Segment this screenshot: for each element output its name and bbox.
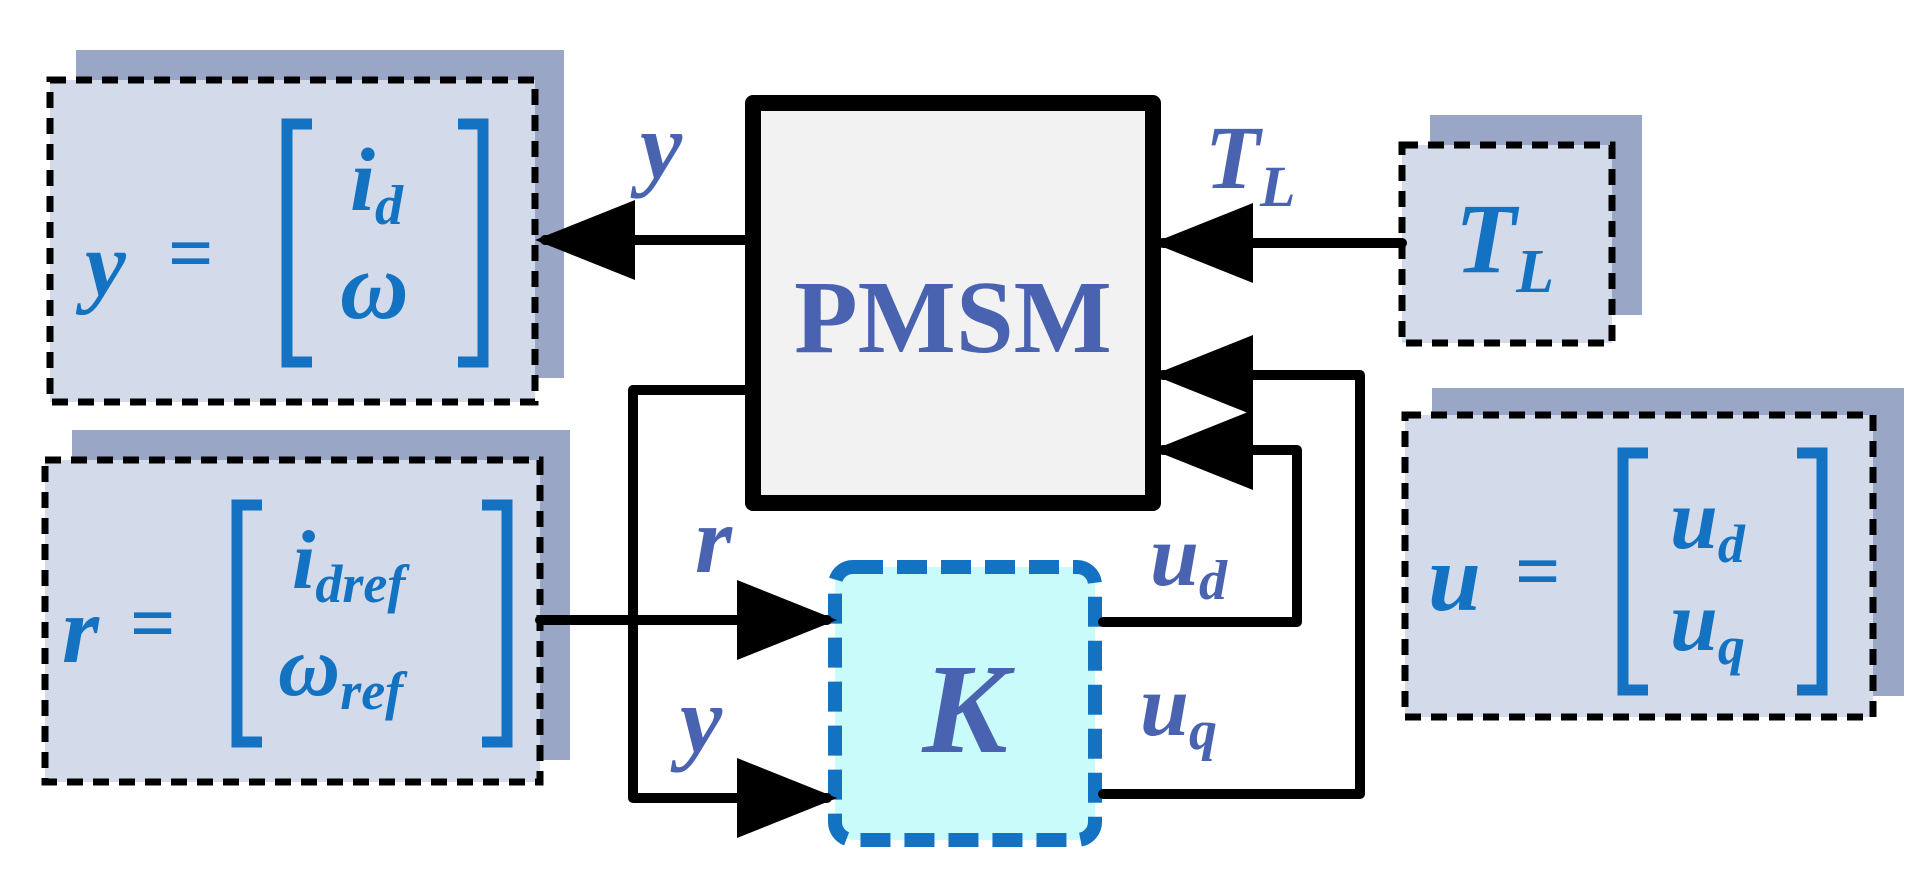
y-def-right-bracket (458, 118, 489, 368)
label-ud: ud (1150, 508, 1228, 612)
u-def-row1: ud (1670, 471, 1746, 574)
u-box-frame (1401, 411, 1877, 721)
u-def-row2: uq (1670, 573, 1745, 676)
label-uq: uq (1140, 658, 1217, 762)
plant-block: PMSM (745, 95, 1161, 511)
u-def-right-bracket (1797, 447, 1828, 696)
label-r-input: r (695, 487, 733, 593)
signal-lines (535, 200, 1407, 838)
plant-label: PMSM (794, 260, 1112, 375)
u-definition-box: u = ud uq (1401, 388, 1904, 721)
controller-label: K (921, 638, 1015, 780)
controller-frame (828, 560, 1102, 847)
y-def-row1: id (350, 131, 404, 237)
controller-block: K (828, 560, 1102, 847)
y-def-equals: = (168, 210, 214, 298)
u-def-lhs: u (1428, 525, 1481, 631)
r-def-row2: ωref (278, 618, 408, 721)
u-def-equals: = (1515, 528, 1561, 616)
wire-y-feedback (628, 385, 837, 838)
y-definition-box: y = id ω (46, 50, 564, 406)
y-def-left-bracket (281, 118, 312, 368)
r-def-equals: = (130, 580, 176, 668)
r-def-left-bracket (231, 499, 262, 748)
tl-definition-box: TL (1398, 115, 1642, 347)
r-def-right-bracket (482, 499, 513, 748)
r-def-lhs: r (62, 577, 100, 683)
r-box-frame (41, 456, 544, 786)
u-def-left-bracket (1617, 447, 1648, 696)
label-tl-input: TL (1205, 109, 1295, 219)
wire-uq (1098, 335, 1365, 799)
label-y-output: y (630, 93, 683, 199)
tl-def-label: TL (1455, 183, 1554, 306)
r-definition-box: r = idref ωref (41, 430, 570, 786)
wire-ud (1098, 410, 1302, 627)
label-y-feedback: y (670, 667, 723, 773)
r-def-row1: idref (292, 514, 410, 614)
y-def-row2: ω (340, 233, 409, 339)
plant-frame (745, 95, 1161, 511)
